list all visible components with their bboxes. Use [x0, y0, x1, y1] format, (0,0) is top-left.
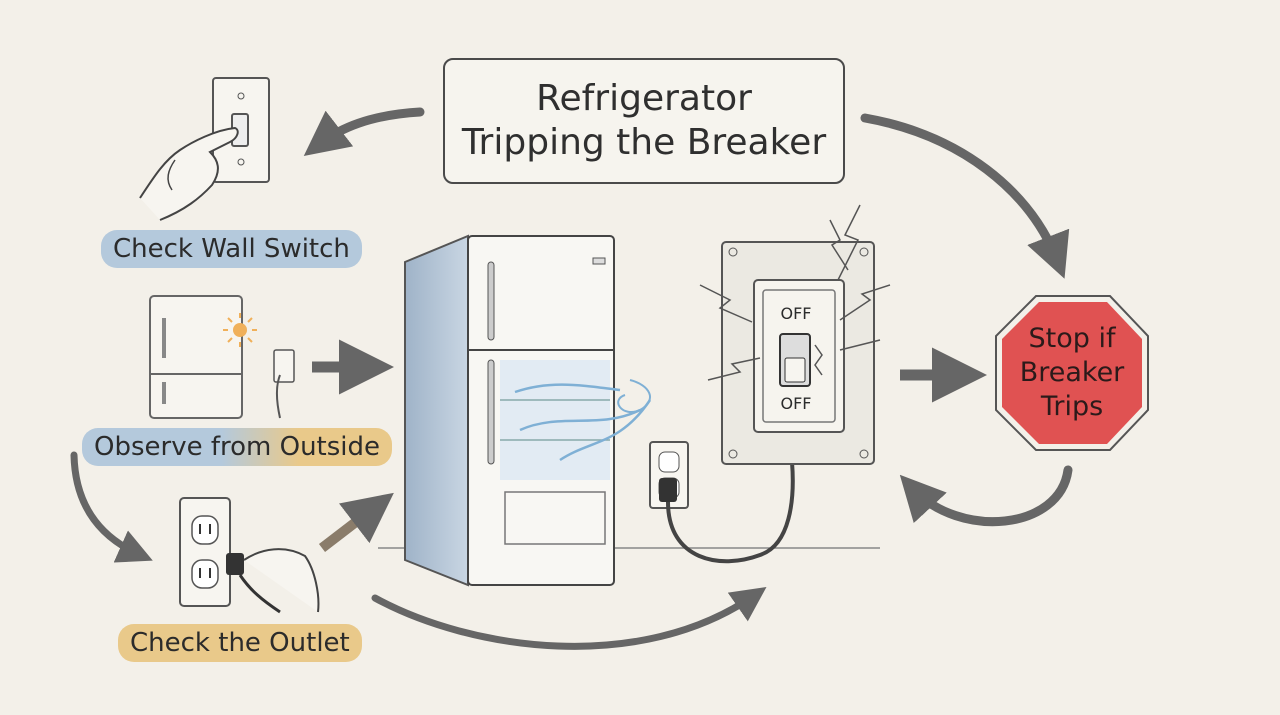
title-box: Refrigerator Tripping the Breaker	[443, 58, 845, 184]
observe-fridge-illustration	[149, 295, 295, 419]
stop-line-3: Trips	[1040, 391, 1104, 422]
breaker-panel-illustration	[699, 204, 891, 465]
breaker-label-bottom: OFF	[780, 394, 812, 413]
step-observe-from-outside: Observe from Outside	[82, 428, 393, 466]
stop-line-2: Breaker	[1019, 357, 1125, 388]
stop-sign-text: Stop if Breaker Trips	[1000, 322, 1144, 424]
refrigerator-illustration	[378, 234, 880, 587]
arrow-outlet-to-fridge	[318, 492, 394, 552]
stop-sign	[995, 295, 1149, 451]
arrow-stop-return	[899, 465, 1073, 527]
step-check-wall-switch: Check Wall Switch	[101, 230, 362, 268]
wall-switch-illustration	[139, 77, 270, 221]
step-check-the-outlet: Check the Outlet	[118, 624, 362, 662]
stop-line-1: Stop if	[1028, 323, 1116, 354]
arrow-observe-to-outlet	[70, 451, 153, 563]
title-line-1: Refrigerator	[536, 78, 752, 119]
outlet-illustration	[179, 497, 320, 614]
title-line-2: Tripping the Breaker	[461, 122, 827, 163]
breaker-label-top: OFF	[780, 304, 812, 323]
arrow-bottom-to-panel	[371, 587, 767, 650]
arrow-title-to-stop	[860, 113, 1070, 279]
wall-outlet-with-plug	[649, 441, 795, 564]
arrow-title-to-switch	[303, 107, 425, 157]
